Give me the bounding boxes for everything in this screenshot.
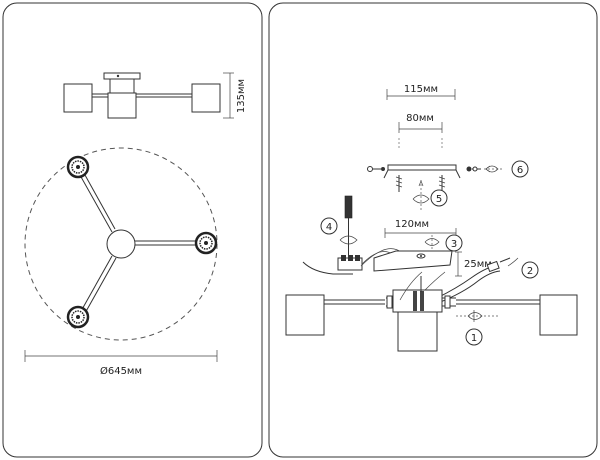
dim-diameter-label: Ø645мм [100,365,142,377]
dim-canopy-height: 25мм [464,259,492,270]
left-panel-frame [2,2,263,458]
step-marker-3 [445,234,463,252]
svg-text:2: 2 [527,266,533,277]
front-lamp-left [285,294,325,336]
dim-height-label: 135мм [236,79,247,113]
dim-canopy-width: 120мм [395,219,429,230]
svg-text:3: 3 [451,239,457,250]
svg-text:6: 6 [517,165,523,176]
wire-connector [436,257,519,304]
fixture-front-view [285,271,578,352]
step-marker-2 [521,261,539,279]
top-center-hub [106,229,136,259]
step-marker-6 [511,160,529,178]
canopy-dimensions: 120мм 25мм [384,219,492,277]
side-lamp-left [63,83,93,113]
step-marker-1 [465,328,483,346]
mounting-bracket [367,164,504,179]
side-lamp-right [191,83,221,113]
side-canopy [103,72,141,80]
svg-text:4: 4 [326,222,332,233]
wall-anchors [395,175,446,212]
front-center-lamp [397,311,438,352]
dim-bracket-outer: 115мм [404,84,438,95]
side-view: 135мм [63,72,247,119]
top-lamp-2 [194,231,218,255]
front-lamp-right [539,294,578,336]
screwdriver [339,195,358,262]
svg-text:5: 5 [436,194,442,205]
top-view: Ø645мм [24,147,218,377]
step-marker-4 [320,217,338,235]
svg-text:1: 1 [471,333,477,344]
dim-bracket-inner: 80мм [406,113,434,124]
canopy-plate [373,250,453,272]
top-lamp-3 [66,305,90,329]
bracket-dimensions: 115мм 80мм [386,84,456,148]
front-center-block [392,289,443,313]
terminal-block [302,248,402,275]
step-markers: 1 2 3 4 5 6 [320,160,539,346]
side-center-lamp [107,92,137,119]
step-marker-5 [430,189,448,207]
right-panel-frame [268,2,598,458]
top-lamp-1 [66,155,90,179]
